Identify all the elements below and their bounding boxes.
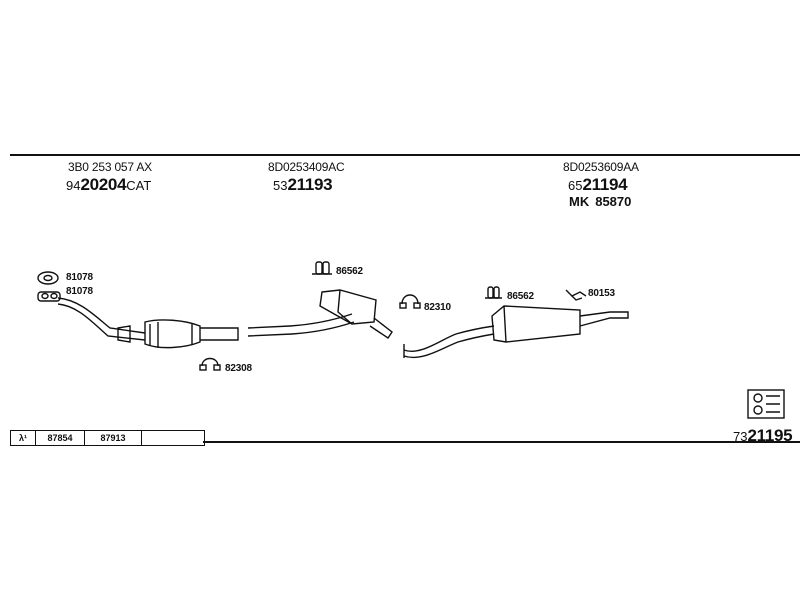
label-gasket-top: 81078 (66, 272, 93, 283)
kit-part-number: 7321195 (733, 426, 793, 445)
group-1-reference: 3B0 253 057 AX (68, 160, 152, 174)
front-flange-icon (37, 291, 61, 302)
lambda-code-1: 87854 (36, 431, 85, 445)
group-2-part-number: 5321193 (273, 175, 333, 194)
kit-prefix: 73 (733, 429, 748, 444)
label-clamp-front: 82308 (225, 363, 252, 374)
lambda-symbol: λ¹ (11, 431, 36, 445)
kit-number: 21195 (747, 426, 793, 445)
mount-mid-icon (312, 261, 332, 275)
group-3-number: 21194 (582, 175, 628, 194)
top-divider-line (10, 154, 800, 156)
group-1-suffix: CAT (126, 178, 152, 193)
group-3-reference: 8D0253609AA (563, 160, 639, 174)
rear-silencer (491, 305, 629, 343)
label-mount-mid: 86562 (336, 266, 363, 277)
lambda-code-2: 87913 (85, 431, 142, 445)
mk-label: MK (569, 194, 590, 209)
middle-silencer (319, 289, 393, 339)
group-3-prefix: 65 (568, 178, 583, 193)
group-1-prefix: 94 (66, 178, 81, 193)
group-2-reference: 8D0253409AC (268, 160, 345, 174)
group-2-number: 21193 (287, 175, 333, 194)
group-1-part-number: 9420204CAT (66, 176, 151, 194)
mount-rear-icon (485, 286, 502, 299)
label-mount-rear: 86562 (507, 291, 534, 302)
label-clamp-mid: 82310 (424, 302, 451, 313)
group-2-prefix: 53 (273, 178, 288, 193)
front-pipe (57, 297, 146, 334)
bottom-divider-line (203, 441, 800, 443)
label-bracket-rear: 80153 (588, 288, 615, 299)
bracket-rear-icon (565, 289, 587, 301)
clamp-mid-icon (399, 294, 421, 309)
mk-value: 85870 (595, 194, 632, 209)
group-3-mk: MK 85870 (569, 194, 631, 209)
kit-icon (747, 389, 785, 419)
rear-pipe (403, 325, 495, 352)
middle-pipe (247, 313, 353, 329)
group-1-number: 20204 (80, 175, 127, 194)
label-gasket-top-2: 81078 (66, 286, 93, 297)
catalytic-converter (117, 319, 239, 349)
lambda-table: λ¹ 87854 87913 (10, 430, 205, 446)
clamp-front-icon (199, 357, 221, 371)
group-3-part-number: 6521194 (568, 175, 628, 194)
gasket-icon (37, 271, 59, 285)
lambda-code-3 (142, 431, 204, 445)
